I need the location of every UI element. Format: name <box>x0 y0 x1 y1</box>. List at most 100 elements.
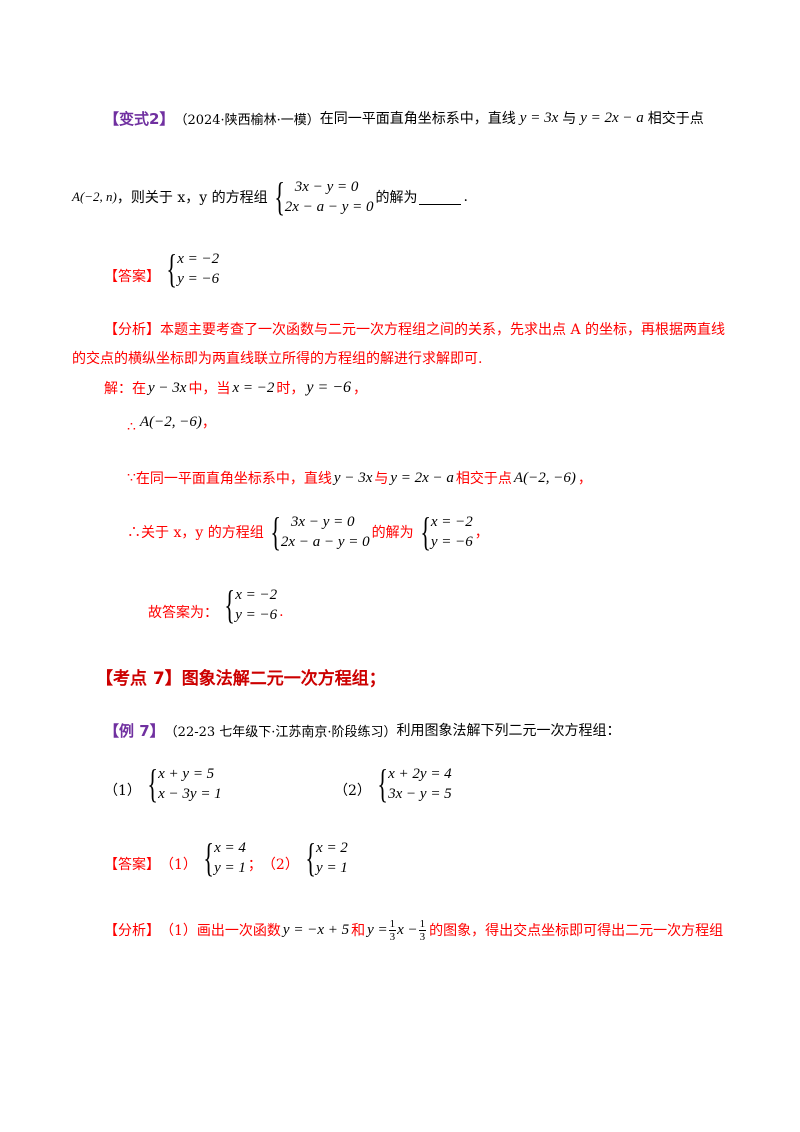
variant2-eq1: y = 3x <box>519 109 559 126</box>
analysis1-label: 【分析】 <box>104 322 160 338</box>
brace-icon: { <box>273 174 285 219</box>
example7-p2-system: { x + 2y = 4 3x − y = 5 <box>373 761 452 806</box>
analysis1-line2: 的交点的横纵坐标即为两直线联立所得的方程组的解进行求解即可. <box>72 346 482 370</box>
solution-s1-time: 时， <box>276 381 305 397</box>
solution-s4-text: ∴关于 x，y 的方程组 <box>127 525 264 541</box>
variant2-system: { 3x − y = 0 2x − a − y = 0 <box>270 177 374 217</box>
variant2-sys-line1: 3x − y = 0 <box>294 179 359 195</box>
solution-s1-prefix: 解：在 <box>104 381 146 397</box>
answer7-a2-system: { x = 2 y = 1 <box>301 838 348 878</box>
example7-p1-line1: x + y = 5 <box>158 766 215 782</box>
variant2-line1: 【变式2】 （2024·陕西榆林·一模） 在同一平面直角坐标系中，直线 y = … <box>104 106 704 130</box>
solution-s3-and: 与 <box>374 471 389 487</box>
brace-icon: { <box>419 509 431 554</box>
analysis7-eq1: y = −x + 5 <box>282 921 350 938</box>
variant2-text4: 的解为 <box>375 190 418 206</box>
answer7-a2-label: （2） <box>261 857 299 873</box>
section7-title: 【考点 7】图象法解二元一次方程组； <box>96 662 386 690</box>
example7-p1-system: { x + y = 5 x − 3y = 1 <box>143 761 222 806</box>
answer7-a1-line1: x = 4 <box>214 840 246 856</box>
variant2-tag: 【变式2】 <box>104 109 175 128</box>
solution-s3-point: A(−2, −6) <box>513 469 576 486</box>
variant2-text2: 相交于点 <box>647 111 704 127</box>
example7-p1-line2: x − 3y = 1 <box>158 786 222 802</box>
because-icon: ∵ <box>127 470 136 486</box>
solution-line1: 解：在 y − 3x 中，当 x = −2 时， y = −6 ， <box>104 376 367 400</box>
brace-icon: { <box>377 761 388 806</box>
analysis7-frac1: 1 3 <box>388 918 397 943</box>
variant2-eq2: y = 2x − a <box>580 109 644 126</box>
example7-p2-line1: x + 2y = 4 <box>388 766 452 782</box>
answer1-system: { x = −2 y = −6 <box>162 249 219 289</box>
variant2-text5: . <box>463 189 468 205</box>
solution-s4-line1: 3x − y = 0 <box>290 514 355 530</box>
variant2-source: （2024·陕西榆林·一模） <box>174 112 320 128</box>
therefore-icon: ∴ <box>127 419 136 435</box>
example7-text: 利用图象法解下列二元一次方程组： <box>396 723 621 739</box>
brace-icon: { <box>270 509 281 554</box>
solution-s3-eq1: y − 3x <box>333 469 373 486</box>
solution-line3: ∵ 在同一平面直角坐标系中，直线 y − 3x 与 y = 2x − a 相交于… <box>127 466 592 490</box>
example7-line: 【例 7】 （22-23 七年级下·江苏南京·阶段练习） 利用图象法解下列二元一… <box>104 718 621 742</box>
solution-s1-y: y = −6 <box>306 379 352 396</box>
solution-s2-end: ， <box>201 415 216 431</box>
answer1-label: 【答案】 <box>104 269 160 285</box>
solution-s4-r1: x = −2 <box>430 514 473 530</box>
example7-source: （22-23 七年级下·江苏南京·阶段练习） <box>164 724 397 740</box>
solution-s5-text: 故答案为： <box>148 605 218 621</box>
analysis1-text1: 本题主要考查了一次函数与二元一次方程组之间的关系，先求出点 A 的坐标，再根据两… <box>160 322 726 338</box>
example7-p1-label: （1） <box>104 783 141 799</box>
answer7-a2-line1: x = 2 <box>316 840 348 856</box>
solution-s1-eq: y − 3x <box>148 379 187 396</box>
answer7-a2-line2: y = 1 <box>316 860 348 876</box>
variant2-point: A(−2, n) <box>72 189 117 204</box>
answer7-a1-label: （1） <box>160 857 197 873</box>
variant2-and: 与 <box>562 111 577 127</box>
answer1-line1: x = −2 <box>177 251 220 267</box>
example7-p2-label: （2） <box>334 783 371 799</box>
solution-s5-r2: y = −6 <box>235 607 278 623</box>
solution-s5-end: . <box>279 604 284 620</box>
solution-s1-mid: 中，当 <box>188 381 231 397</box>
variant2-line2: A(−2, n) ，则关于 x，y 的方程组 { 3x − y = 0 2x −… <box>72 172 468 222</box>
solution-s4-system: { 3x − y = 0 2x − a − y = 0 <box>266 512 370 552</box>
solution-s3-text: 在同一平面直角坐标系中，直线 <box>135 471 332 487</box>
analysis7-eq2: y = 1 3 x − 1 3 <box>367 918 427 943</box>
solution-s4-line2: 2x − a − y = 0 <box>280 534 370 550</box>
variant2-text1: 在同一平面直角坐标系中，直线 <box>319 111 516 127</box>
answer1-line2: y = −6 <box>177 271 220 287</box>
brace-icon: { <box>147 761 158 806</box>
analysis1-line1: 【分析】 本题主要考查了一次函数与二元一次方程组之间的关系，先求出点 A 的坐标… <box>104 317 725 341</box>
frac2-num: 1 <box>418 917 427 931</box>
answer-blank <box>419 190 462 205</box>
brace-icon: { <box>166 246 177 291</box>
solution-s3-end: ， <box>577 471 592 487</box>
analysis7-and: 和 <box>351 923 366 939</box>
solution-line5: 故答案为： { x = −2 y = −6 . <box>148 580 284 630</box>
frac1-den: 3 <box>389 930 396 943</box>
answer7-label: 【答案】 <box>104 857 160 873</box>
brace-icon: { <box>305 835 316 880</box>
solution-s3-text2: 相交于点 <box>455 471 512 487</box>
solution-s1-end: ， <box>353 381 368 397</box>
example7-p2-line2: 3x − y = 5 <box>388 786 452 802</box>
variant2-sys-line2: 2x − a − y = 0 <box>284 199 374 215</box>
analysis1-text2: 的交点的横纵坐标即为两直线联立所得的方程组的解进行求解即可. <box>72 351 483 367</box>
answer1: 【答案】 { x = −2 y = −6 <box>104 245 221 293</box>
answer7-sep: ； <box>247 857 262 873</box>
analysis7-y-eq: y = <box>367 921 388 938</box>
answer7-a1-line2: y = 1 <box>214 860 246 876</box>
solution-s1-x: x = −2 <box>232 379 275 396</box>
answer7-a1-system: { x = 4 y = 1 <box>199 838 246 878</box>
section7-title-text: 【考点 7】图象法解二元一次方程组； <box>96 668 386 689</box>
analysis7-line: 【分析】 （1）画出一次函数 y = −x + 5 和 y = 1 3 x − … <box>104 910 723 950</box>
solution-s5-r1: x = −2 <box>235 587 278 603</box>
example7-problem2: （2） { x + 2y = 4 3x − y = 5 <box>334 760 454 808</box>
solution-s5-result: { x = −2 y = −6 <box>220 585 277 625</box>
solution-s3-eq2: y = 2x − a <box>390 469 454 486</box>
analysis7-text2: 的图象，得出交点坐标即可得出二元一次方程组 <box>429 923 724 939</box>
analysis7-text1: （1）画出一次函数 <box>160 923 281 939</box>
solution-s2-point: A(−2, −6) <box>139 413 202 430</box>
analysis7-frac2: 1 3 <box>418 917 427 943</box>
solution-s4-result: { x = −2 y = −6 <box>416 512 473 552</box>
